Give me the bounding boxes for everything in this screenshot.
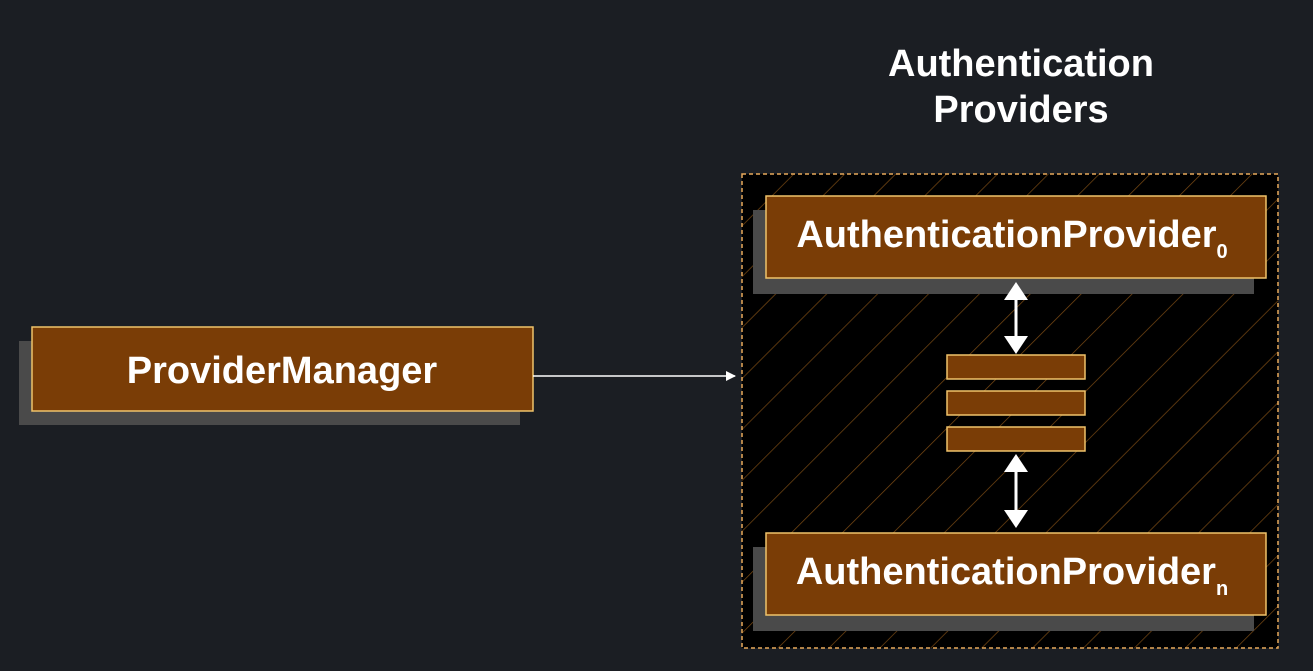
double-arrow-bottom — [1004, 454, 1028, 528]
provider-last-subscript: n — [1216, 578, 1228, 600]
provider-last-name: AuthenticationProvider — [796, 551, 1216, 593]
provider-manager-label: ProviderManager — [127, 350, 438, 392]
provider-manager-box[interactable]: ProviderManager — [19, 326, 534, 425]
double-arrow-top — [1004, 282, 1028, 354]
authentication-provider-first-box[interactable]: AuthenticationProvider0 — [753, 195, 1267, 294]
authentication-provider-last-box[interactable]: AuthenticationProvidern — [753, 532, 1267, 631]
svg-text:AuthenticationProvidern: AuthenticationProvidern — [796, 551, 1228, 600]
svg-text:AuthenticationProvider0: AuthenticationProvider0 — [796, 214, 1227, 263]
middle-provider-stack — [946, 354, 1086, 452]
group-title-line1: Authentication — [888, 43, 1154, 85]
provider-first-name: AuthenticationProvider — [796, 214, 1216, 256]
group-title-line2: Providers — [933, 89, 1108, 131]
provider-first-subscript: 0 — [1217, 241, 1228, 263]
